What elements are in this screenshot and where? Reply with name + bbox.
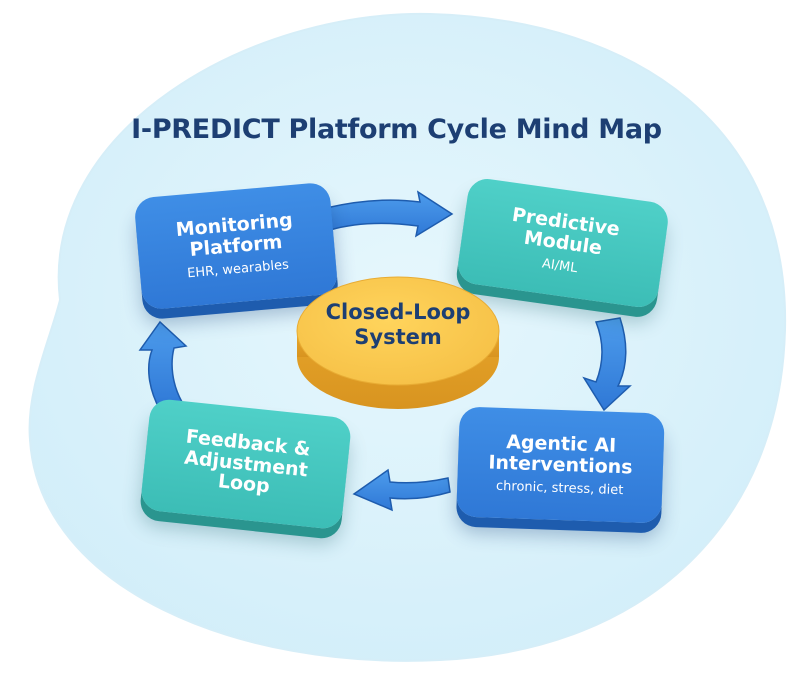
node-monitoring-subtitle: EHR, wearables [186,257,290,282]
arrow-agentic-to-feedback [352,468,451,512]
node-agentic-subtitle: chronic, stress, diet [495,479,624,499]
center-closed-loop-disc [296,276,500,409]
node-feedback-title-line3: Loop [216,470,271,498]
arrow-monitoring-to-predictive [325,190,454,238]
diagram-title: I-PREDICT Platform Cycle Mind Map [131,114,662,145]
arrow-predictive-to-agentic [582,317,632,412]
node-feedback-adjustment-loop: Feedback & Adjustment Loop [139,397,353,531]
center-label: Closed-Loop System [295,300,501,350]
center-label-line1: Closed-Loop [325,300,471,324]
node-predictive-subtitle: AI/ML [541,256,579,277]
node-agentic-title-line2: Interventions [488,450,633,479]
center-label-line2: System [354,325,442,350]
arrow-feedback-to-monitoring [138,320,188,411]
node-agentic-ai-interventions: Agentic AI Interventions chronic, stress… [456,406,665,524]
